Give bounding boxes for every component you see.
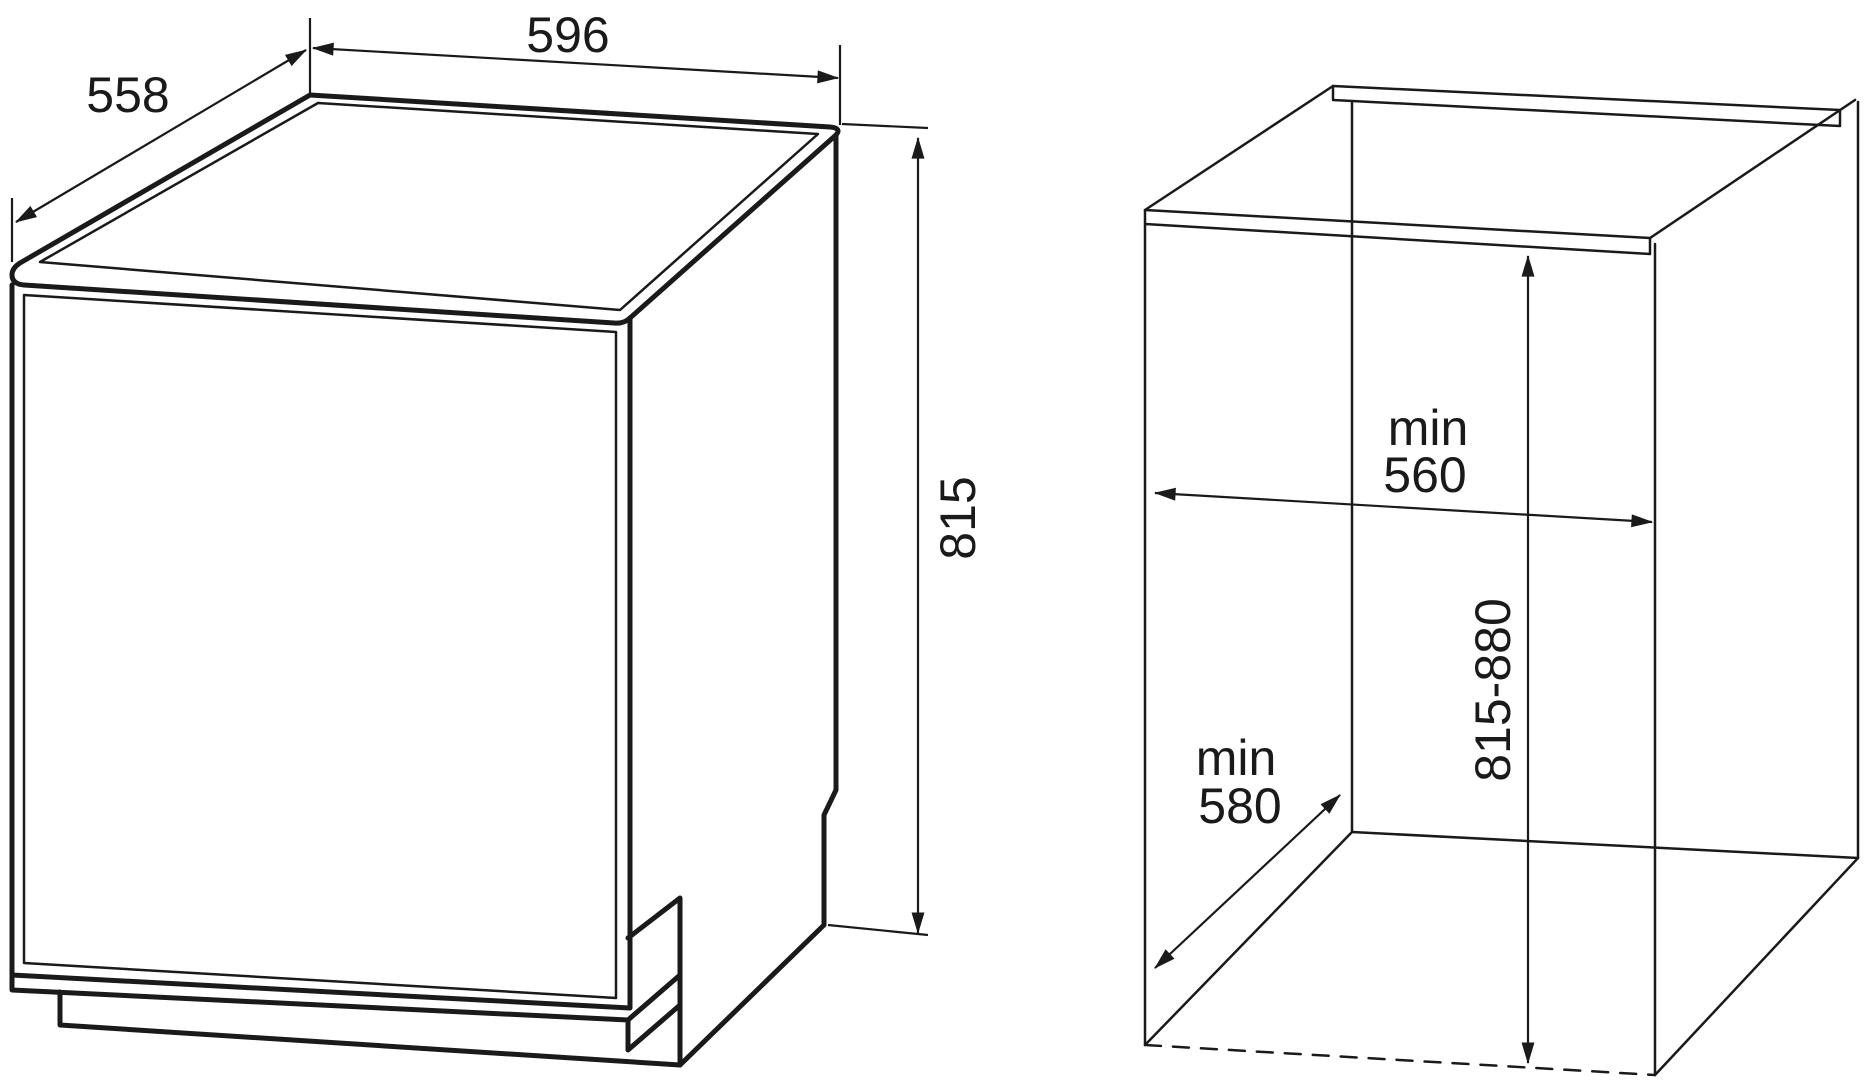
niche-depth-min-word: min	[1196, 730, 1277, 786]
niche-height-range-label: 815-880	[1465, 598, 1521, 782]
appliance-drawing: 596 558 815	[9, 7, 986, 1068]
appliance-depth-dimension-line	[15, 49, 307, 223]
niche-depth-dimension-line	[1154, 794, 1341, 969]
niche-front-rail	[1143, 208, 1652, 256]
niche-width-value: 560	[1383, 447, 1466, 503]
niche-back-rail	[1331, 84, 1842, 128]
niche-depth-value: 580	[1198, 778, 1281, 834]
appliance-top-inner	[38, 101, 820, 312]
appliance-plinth	[9, 972, 683, 1068]
appliance-front-inner	[22, 293, 618, 1000]
niche-width-dimension-line	[1153, 487, 1654, 528]
appliance-height-label: 815	[930, 476, 986, 559]
appliance-side	[625, 132, 839, 1068]
appliance-depth-label: 558	[86, 67, 169, 123]
appliance-front-outer	[9, 282, 633, 1011]
appliance-width-label: 596	[526, 7, 609, 63]
cabinet-niche-drawing: min 560 min 580 815-880	[1143, 84, 1860, 1077]
niche-width-min-word: min	[1388, 400, 1469, 456]
appliance-width-dimension-line	[311, 42, 840, 84]
appliance-top-outer	[9, 92, 841, 326]
niche-floor-dashed-edge	[1143, 1043, 1657, 1077]
